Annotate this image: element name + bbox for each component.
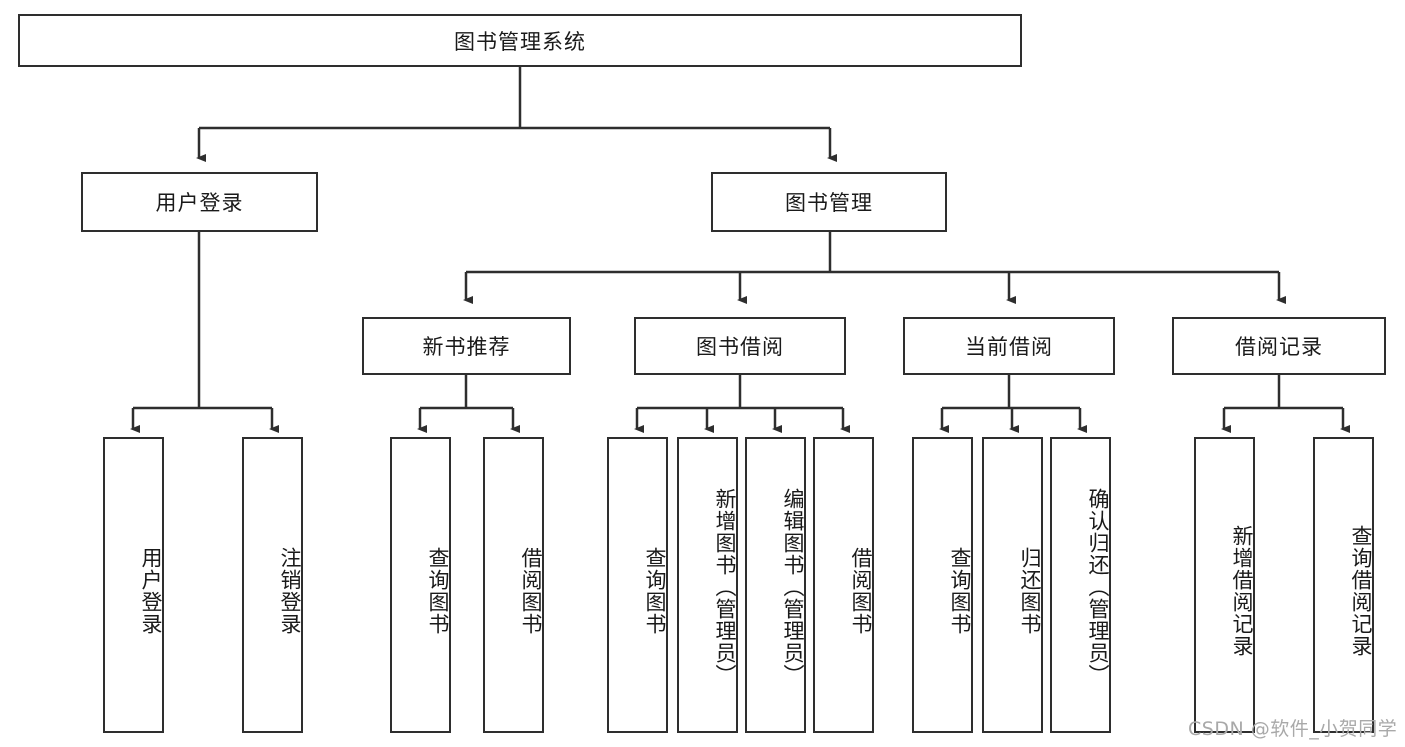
node-label: 注销登录 — [278, 547, 302, 635]
node-label: 图书借阅 — [696, 335, 784, 359]
leaf-recommend-query-book[interactable]: 查询图书 — [390, 437, 451, 733]
node-label: 图书管理系统 — [454, 29, 586, 54]
node-label: 查询借阅记录 — [1349, 525, 1373, 657]
node-new-book-recommend[interactable]: 新书推荐 — [362, 317, 571, 375]
node-label: 新增借阅记录 — [1230, 525, 1254, 657]
node-label: 用户登录 — [139, 547, 163, 635]
leaf-user-login-logout[interactable]: 注销登录 — [242, 437, 303, 733]
csdn-watermark: CSDN @软件_小贺同学 — [1188, 718, 1398, 740]
leaf-recommend-borrow-book[interactable]: 借阅图书 — [483, 437, 544, 733]
node-book-borrow[interactable]: 图书借阅 — [634, 317, 846, 375]
leaf-borrow-query-book[interactable]: 查询图书 — [607, 437, 668, 733]
leaf-borrow-borrow-book[interactable]: 借阅图书 — [813, 437, 874, 733]
node-current-borrow[interactable]: 当前借阅 — [903, 317, 1115, 375]
leaf-user-login-login[interactable]: 用户登录 — [103, 437, 164, 733]
node-root-system[interactable]: 图书管理系统 — [18, 14, 1022, 67]
node-label: 新书推荐 — [422, 335, 511, 359]
node-book-management[interactable]: 图书管理 — [711, 172, 947, 232]
node-label: 借阅图书 — [519, 547, 543, 635]
leaf-borrow-edit-book-admin[interactable]: 编辑图书（管理员） — [745, 437, 806, 733]
node-label: 查询图书 — [426, 547, 450, 635]
node-label: 编辑图书（管理员） — [781, 488, 805, 686]
node-label: 借阅记录 — [1235, 335, 1323, 359]
leaf-current-query-book[interactable]: 查询图书 — [912, 437, 973, 733]
node-label: 确认归还（管理员） — [1086, 488, 1110, 686]
node-label: 用户登录 — [155, 191, 244, 215]
node-label: 新增图书（管理员） — [713, 488, 737, 686]
leaf-borrow-add-book-admin[interactable]: 新增图书（管理员） — [677, 437, 738, 733]
leaf-current-confirm-return-admin[interactable]: 确认归还（管理员） — [1050, 437, 1111, 733]
node-borrow-record[interactable]: 借阅记录 — [1172, 317, 1386, 375]
leaf-current-return-book[interactable]: 归还图书 — [982, 437, 1043, 733]
node-label: 查询图书 — [643, 547, 667, 635]
node-user-login[interactable]: 用户登录 — [81, 172, 318, 232]
node-label: 当前借阅 — [965, 335, 1053, 359]
leaf-record-add-record[interactable]: 新增借阅记录 — [1194, 437, 1255, 733]
node-label: 归还图书 — [1018, 547, 1042, 635]
node-label: 查询图书 — [948, 547, 972, 635]
node-label: 借阅图书 — [849, 547, 873, 635]
leaf-record-query-record[interactable]: 查询借阅记录 — [1313, 437, 1374, 733]
node-label: 图书管理 — [785, 191, 873, 215]
